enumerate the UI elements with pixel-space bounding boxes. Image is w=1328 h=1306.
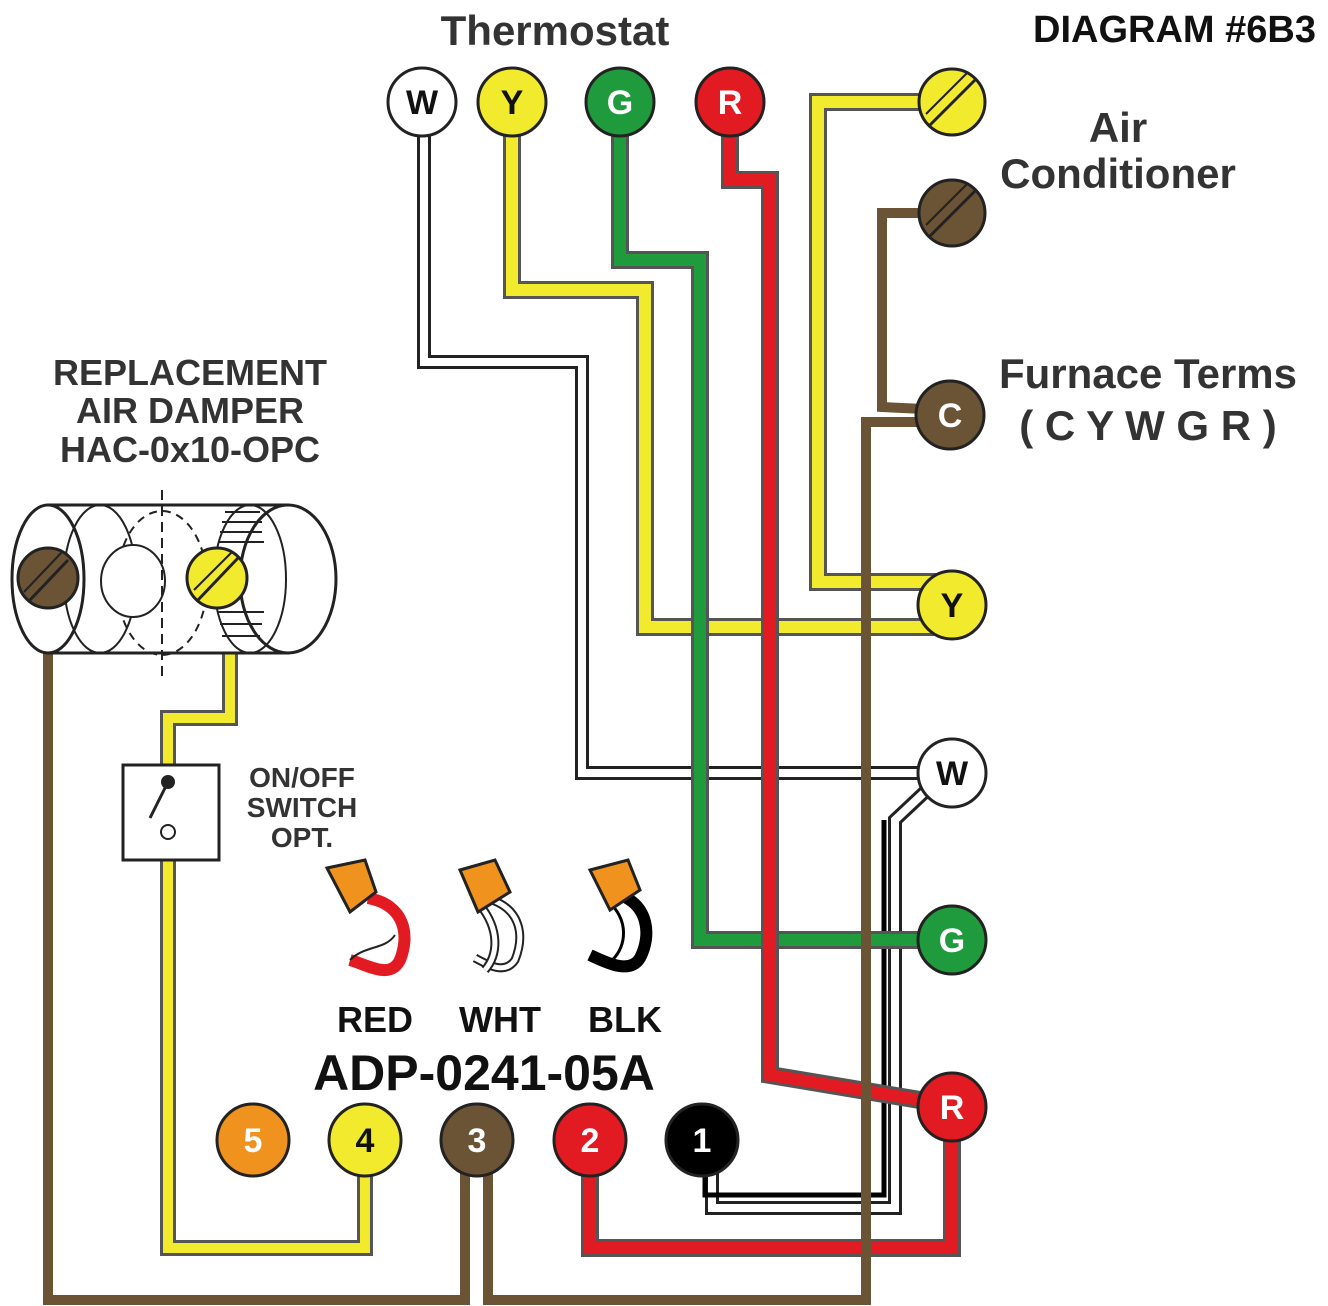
adapter-terminal-label: 2	[581, 1122, 600, 1160]
damper-collar-hatch	[218, 511, 264, 637]
thermostat-terminal-label: G	[607, 84, 633, 122]
furnace-terminal-circle	[916, 569, 988, 641]
wire-yellow-switch-outline	[160, 832, 373, 1256]
damper-disc	[100, 544, 166, 618]
adapter-terminal-circle	[327, 1102, 403, 1178]
damper-label-2: AIR DAMPER	[76, 390, 304, 431]
furnace-terminal-y: Y	[916, 569, 988, 641]
thermostat-terminal-circle	[386, 66, 458, 138]
wire-nut-label-black: BLK	[588, 999, 662, 1040]
thermostat-terminal-label: R	[718, 84, 743, 122]
switch-label-3: OPT.	[271, 822, 333, 853]
adapter-terminal-label: 1	[693, 1122, 712, 1160]
thermostat-terminal-y: Y	[476, 66, 548, 138]
furnace-terminal-label: Y	[941, 587, 964, 625]
adapter-terminal-2: 2	[552, 1102, 628, 1178]
furnace-terminal-circle	[914, 379, 986, 451]
damper-label-1: REPLACEMENT	[53, 352, 327, 393]
furnace-terminal-g: G	[916, 904, 988, 976]
diagram-id: DIAGRAM #6B3	[1033, 9, 1316, 51]
air-conditioner-terminals	[917, 67, 987, 248]
furnace-title: Furnace Terms	[999, 350, 1297, 397]
adapter-terminal-circle	[439, 1102, 515, 1178]
adapter-terminal-circle	[664, 1102, 740, 1178]
furnace-terminals: C Y W G R	[914, 379, 988, 1143]
wire-nut-label-red: RED	[337, 999, 413, 1040]
wire-nut-white	[457, 858, 525, 973]
wire-brown-furnace-c	[483, 417, 945, 1305]
furnace-terminal-circle	[916, 737, 988, 809]
thermostat-terminal-r: R	[694, 66, 766, 138]
wire-nut-label-white: WHT	[459, 999, 541, 1040]
wire-nut-red	[324, 858, 411, 976]
thermostat-terminal-g: G	[584, 66, 656, 138]
adapter-terminal-label: 4	[356, 1122, 375, 1160]
wire-brown-ac	[877, 208, 950, 415]
on-off-switch	[121, 763, 221, 862]
thermostat-terminal-label: Y	[501, 84, 524, 122]
furnace-terminal-circle	[916, 1071, 988, 1143]
thermostat-terminal-label: W	[406, 84, 439, 122]
thermostat-terminal-circle	[694, 66, 766, 138]
wire-white-furnace-w-core	[708, 770, 948, 1212]
wire-nut-black	[587, 858, 653, 973]
damper-label-3: HAC-0x10-OPC	[60, 429, 320, 470]
adapter-terminal-label: 3	[468, 1122, 487, 1160]
furnace-terminal-label: C	[938, 397, 963, 435]
adapter-terminal-circle	[552, 1102, 628, 1178]
thermostat-terminal-circle	[476, 66, 548, 138]
damper-brown-screw	[16, 546, 80, 610]
wire-brown-damper	[43, 578, 470, 1305]
thermostat-terminal-w: W	[386, 66, 458, 138]
air-damper	[10, 490, 338, 680]
thermostat-title: Thermostat	[441, 7, 670, 54]
furnace-terminal-w: W	[916, 737, 988, 809]
wire-yellow-thermostat-y	[506, 102, 950, 633]
wire-green-thermostat-g	[614, 102, 950, 946]
adapter-terminal-circle	[215, 1102, 291, 1178]
furnace-terminal-label: G	[939, 922, 965, 960]
switch-label-1: ON/OFF	[249, 762, 355, 793]
adapter-terminal-3: 3	[439, 1102, 515, 1178]
adapter-terminal-4: 4	[327, 1102, 403, 1178]
switch-label-2: SWITCH	[247, 792, 357, 823]
wire-white-furnace-w	[705, 767, 950, 1215]
furnace-terminal-r: R	[916, 1071, 988, 1143]
wire-nuts	[324, 858, 653, 976]
wire-yellow-switch	[163, 832, 370, 1253]
furnace-terminal-circle	[916, 904, 988, 976]
adapter-terminals: 5 4 3 2 1	[215, 1102, 740, 1178]
adapter-terminal-label: 5	[244, 1122, 263, 1160]
thermostat-terminal-circle	[584, 66, 656, 138]
adapter-model: ADP-0241-05A	[313, 1045, 655, 1101]
furnace-subtitle: ( C Y W G R )	[1019, 402, 1276, 449]
wire-red-adapter-2	[584, 1105, 958, 1254]
wires	[43, 93, 961, 1305]
furnace-terminal-label: W	[936, 755, 969, 793]
furnace-terminal-label: R	[940, 1089, 965, 1127]
furnace-terminal-c: C	[914, 379, 986, 451]
wire-red-thermostat-r	[724, 102, 951, 1111]
air-conditioner-label-2: Conditioner	[1000, 150, 1236, 197]
air-conditioner-label-1: Air	[1089, 104, 1147, 151]
adapter-terminal-5: 5	[215, 1102, 291, 1178]
adapter-terminal-1: 1	[664, 1102, 740, 1178]
